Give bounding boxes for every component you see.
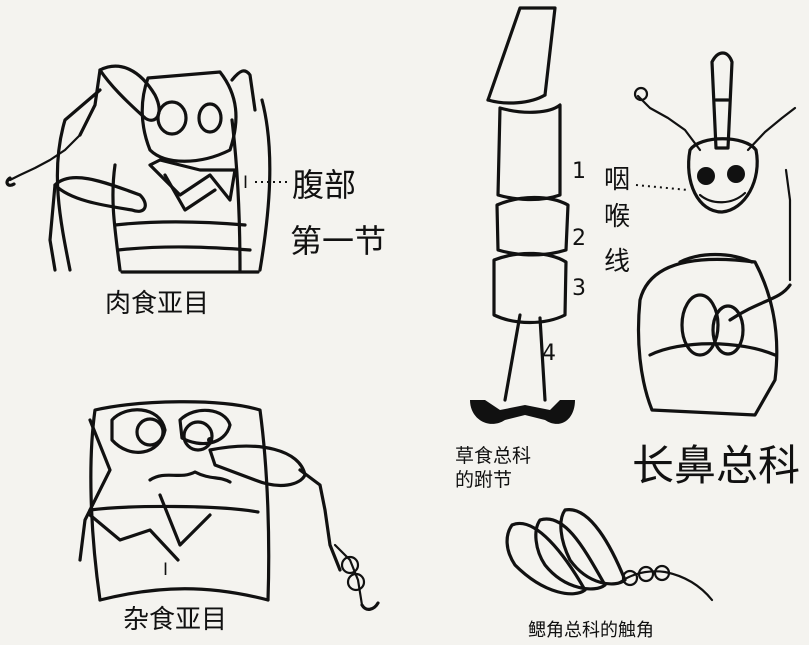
- tarsus-segment-4: 4: [542, 341, 556, 366]
- carnivore-callout-line1: 腹部: [292, 166, 356, 204]
- antenna-figure: 鳃角总科的触角: [505, 508, 714, 641]
- antenna-caption: 鳃角总科的触角: [528, 620, 654, 641]
- tarsus-segment-1: 1: [572, 159, 586, 184]
- omnivore-caption: 杂食亚目: [123, 605, 227, 635]
- snout-label-1: 咽: [604, 165, 630, 195]
- carnivore-figure: I 腹部 第一节 肉食亚目: [5, 64, 386, 319]
- tarsus-segment-3: 3: [572, 276, 586, 301]
- omnivore-figure: I 杂食亚目: [78, 400, 380, 635]
- tarsus-caption-line1: 草食总科: [455, 445, 531, 467]
- tarsus-segment-2: 2: [572, 226, 586, 251]
- tarsus-caption-line2: 的跗节: [455, 469, 512, 491]
- carnivore-callout-line2: 第一节: [290, 222, 386, 260]
- carnivore-segment-marker: I: [243, 173, 248, 193]
- tarsus-figure: 1 2 3 4 草食总科 的跗节: [455, 6, 586, 491]
- snout-label-3: 线: [604, 247, 630, 277]
- snout-caption: 长鼻总科: [632, 441, 800, 490]
- snout-label-2: 喉: [604, 202, 630, 232]
- omnivore-segment-marker: I: [163, 560, 168, 580]
- carnivore-caption: 肉食亚目: [105, 289, 209, 319]
- snout-figure: 咽 喉 线 长鼻总科: [604, 51, 800, 490]
